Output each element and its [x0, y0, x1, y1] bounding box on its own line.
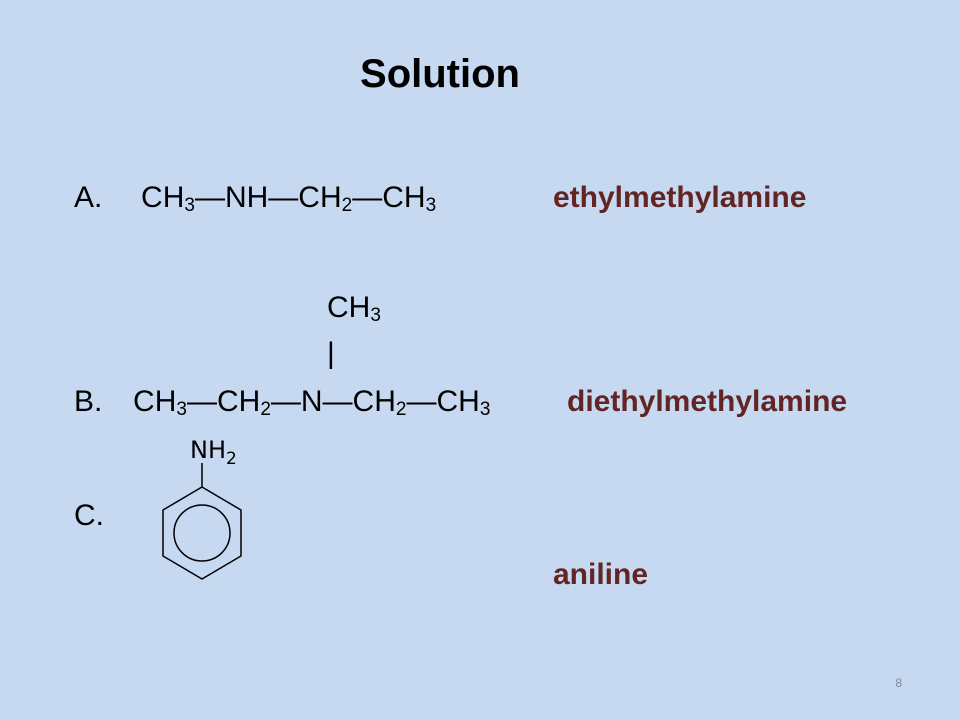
methyl-branch: CH3	[327, 291, 381, 326]
compound-name-b: diethylmethylamine	[567, 385, 848, 418]
benzene-ring-structure: NH2	[162, 436, 242, 580]
formula-a: A. CH3—NH—CH2—CH3	[74, 178, 436, 226]
aromatic-circle	[173, 504, 231, 562]
branch-bond: |	[327, 337, 335, 370]
compound-name-a: ethylmethylamine	[553, 181, 807, 214]
slide-title: Solution	[360, 52, 520, 96]
item-letter-c: C.	[74, 499, 104, 532]
amino-group-label: NH2	[190, 436, 237, 469]
hexagon	[162, 486, 242, 580]
item-letter-a: A.	[74, 181, 103, 214]
compound-name-c: aniline	[553, 558, 649, 591]
page-number: 8	[895, 676, 902, 690]
formula-b: B. CH3—CH2—N—CH2—CH3	[74, 382, 490, 430]
item-letter-b: B.	[74, 385, 103, 418]
